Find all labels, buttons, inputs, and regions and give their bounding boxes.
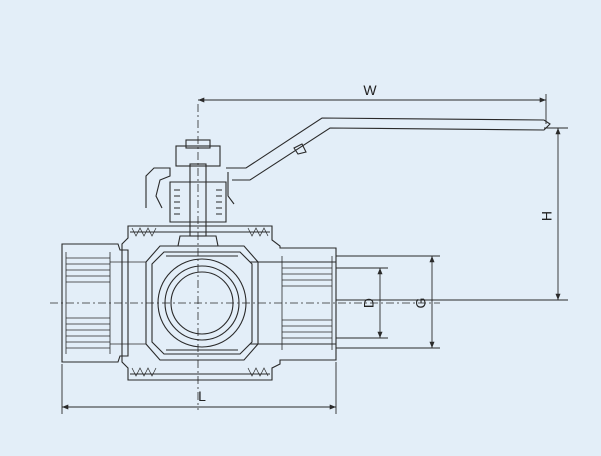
body-thread-patches — [131, 227, 269, 377]
dim-label-h: H — [539, 211, 555, 221]
dim-label-g: G — [413, 298, 429, 309]
dim-label-l: L — [198, 388, 206, 404]
valve-body — [61, 225, 337, 381]
dim-label-w: W — [363, 82, 377, 98]
dim-label-d: D — [361, 298, 377, 308]
left-thread — [65, 252, 146, 354]
valve-lever — [145, 117, 551, 209]
center-lines — [50, 104, 440, 410]
dimension-lines — [61, 94, 568, 414]
